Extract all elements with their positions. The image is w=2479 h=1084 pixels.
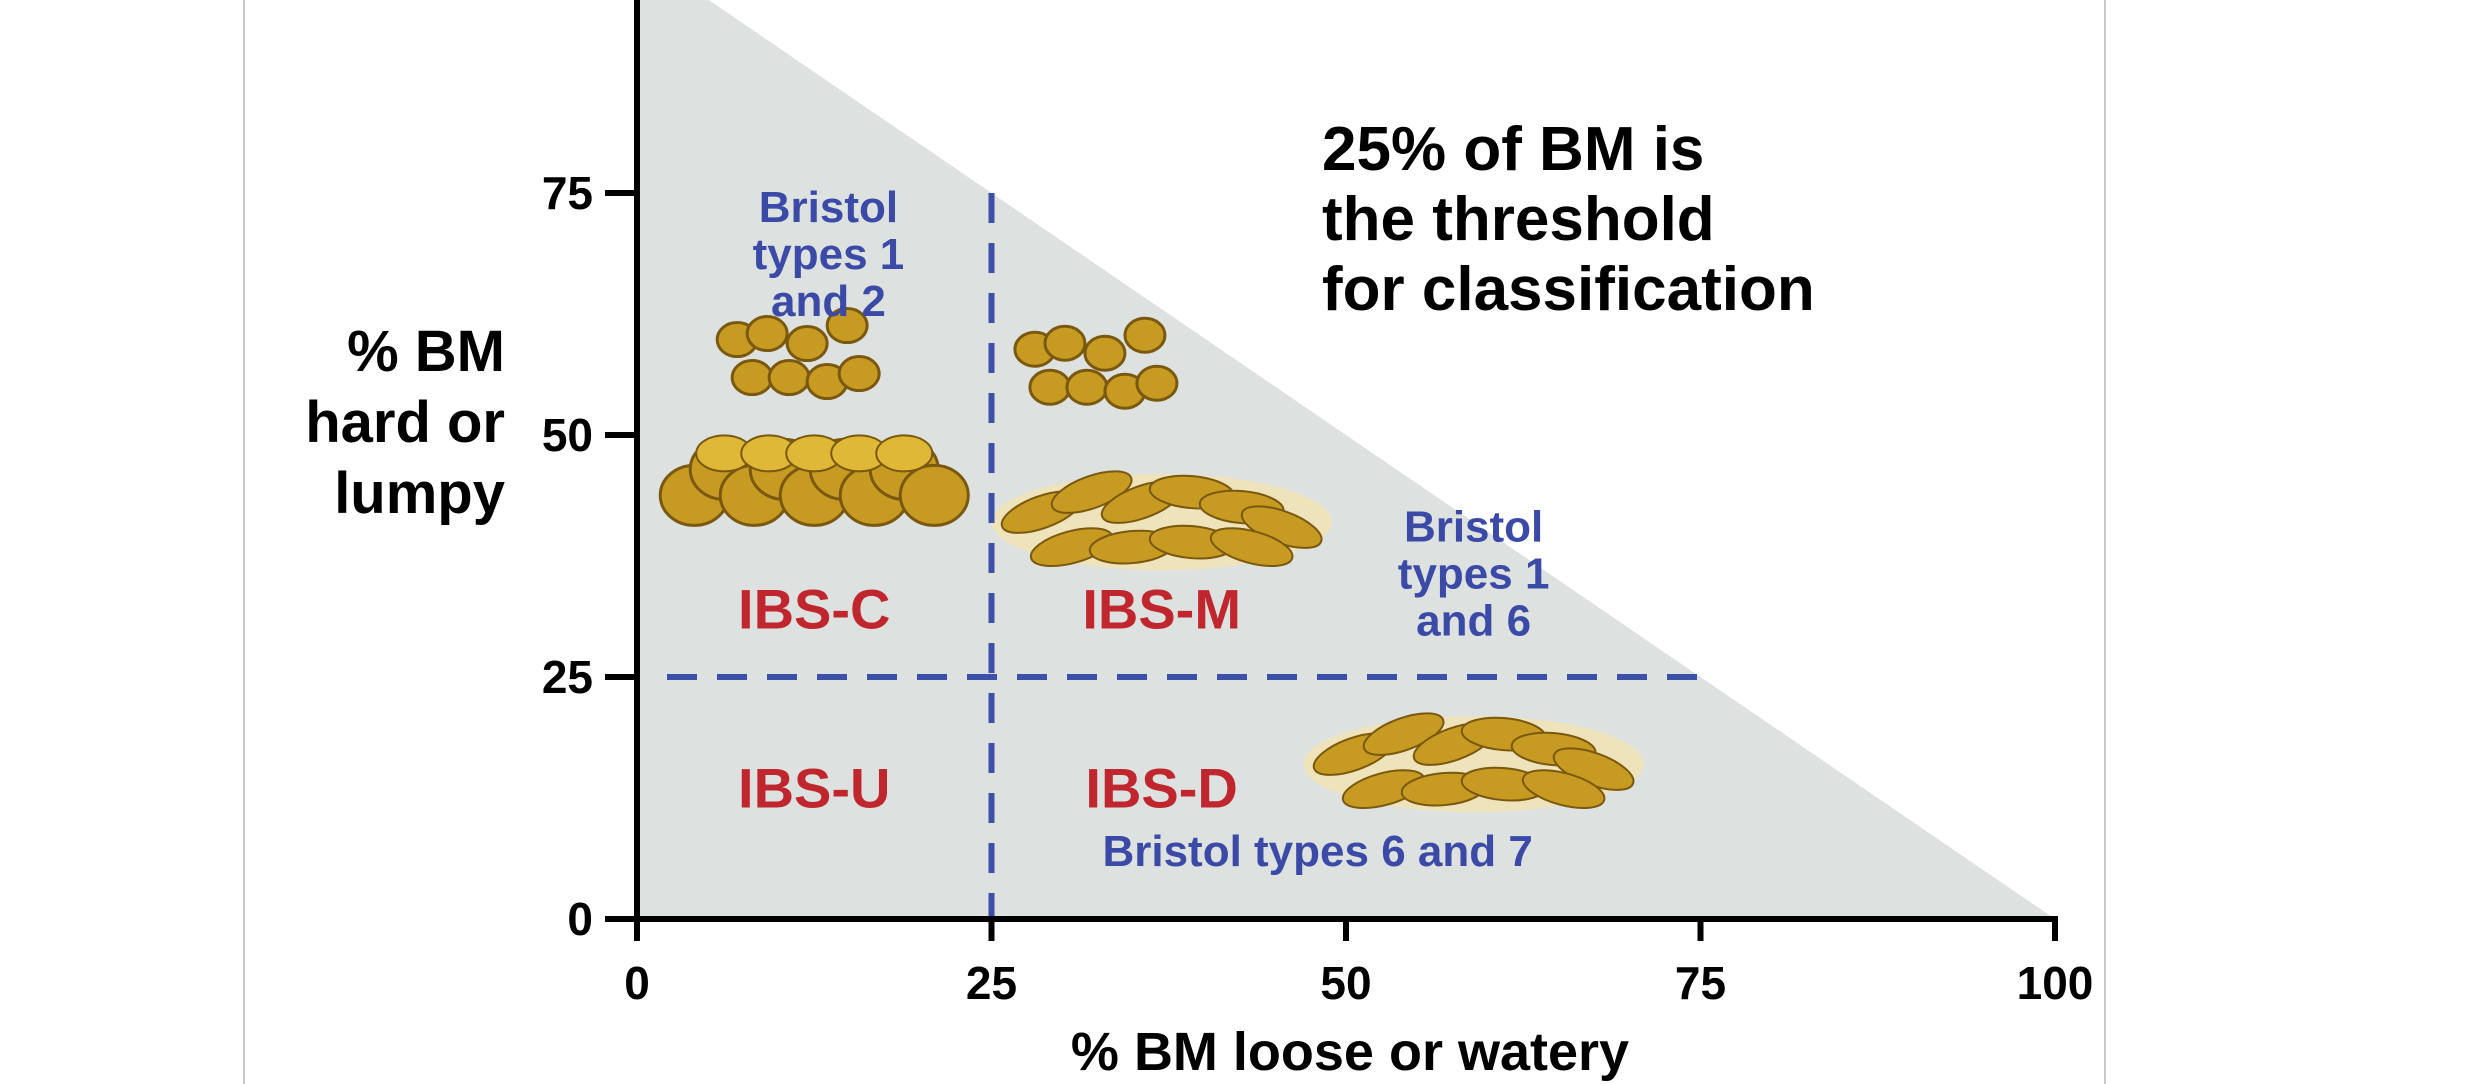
bristol-label-line: and 6	[1416, 596, 1531, 645]
bristol-label: Bristol types 6 and 7	[1102, 827, 1532, 876]
stool-mush-piece	[1521, 769, 1606, 810]
stool-pellet	[730, 359, 774, 397]
region-label-ibs-d: IBS-D	[1085, 757, 1237, 820]
stool-pellet	[825, 307, 869, 345]
bristol-label-line: Bristol	[1404, 502, 1543, 551]
stool-mush-piece	[1050, 470, 1133, 514]
region-label-ibs-c: IBS-C	[738, 578, 890, 641]
stool-pellet	[785, 325, 829, 363]
x-tick-label: 50	[1320, 957, 1371, 1009]
stool-lumpy	[658, 434, 970, 527]
stool-pellet	[1065, 368, 1109, 406]
threshold-lines	[667, 193, 1701, 919]
region-label-ibs-u: IBS-U	[738, 757, 890, 820]
stool-lump	[898, 463, 970, 527]
bristol-label-line: types 1	[753, 230, 905, 279]
region-label-ibs-m: IBS-M	[1082, 578, 1241, 641]
y-tick-label: 75	[542, 167, 593, 219]
stool-lump-top	[875, 434, 934, 473]
y-tick-label: 50	[542, 409, 593, 461]
bristol-label-line: Bristol	[759, 183, 898, 232]
stool-illustrations	[658, 307, 1644, 813]
stool-mushy	[991, 470, 1332, 571]
stool-pellet	[767, 359, 811, 397]
x-tick-label: 100	[2017, 957, 2094, 1009]
annotation-line: for classification	[1322, 255, 1815, 324]
y-axis-label-line-2: hard or	[305, 390, 505, 455]
stool-pellet	[1083, 334, 1127, 372]
stool-pellet	[1135, 364, 1179, 402]
y-tick-label: 25	[542, 651, 593, 703]
x-tick-label: 25	[966, 957, 1017, 1009]
bristol-label-line: types 1	[1398, 549, 1550, 598]
stool-pellet	[837, 355, 881, 393]
feasible-region	[637, 0, 2055, 919]
x-axis-label: % BM loose or watery	[1071, 1022, 1629, 1082]
annotation-line: 25% of BM is	[1322, 115, 1704, 184]
annotation-line: the threshold	[1322, 185, 1715, 254]
stool-pellet	[1043, 324, 1087, 362]
stool-pellet	[1028, 368, 1072, 406]
axis-ticks: 0 25 50 75 100 0 25 50 75	[542, 167, 2094, 1009]
x-tick-label: 0	[624, 957, 650, 1009]
stool-pellets	[715, 307, 881, 401]
stool-mush-piece	[1362, 712, 1445, 756]
region-labels: IBS-C IBS-M IBS-U IBS-D	[738, 578, 1241, 820]
y-tick-label: 0	[567, 893, 593, 945]
stool-mushy	[1303, 712, 1644, 813]
stool-mush-piece	[1209, 527, 1294, 568]
stool-pellets	[1013, 316, 1179, 410]
bristol-label-line: and 2	[771, 277, 886, 326]
stool-pellet	[745, 315, 789, 353]
x-tick-label: 75	[1675, 957, 1726, 1009]
bristol-label-line: Bristol types 6 and 7	[1102, 827, 1532, 876]
stool-pellet	[1123, 316, 1167, 354]
y-axis-label-line-3: lumpy	[334, 461, 505, 526]
y-axis-label-line-1: % BM	[347, 319, 505, 384]
